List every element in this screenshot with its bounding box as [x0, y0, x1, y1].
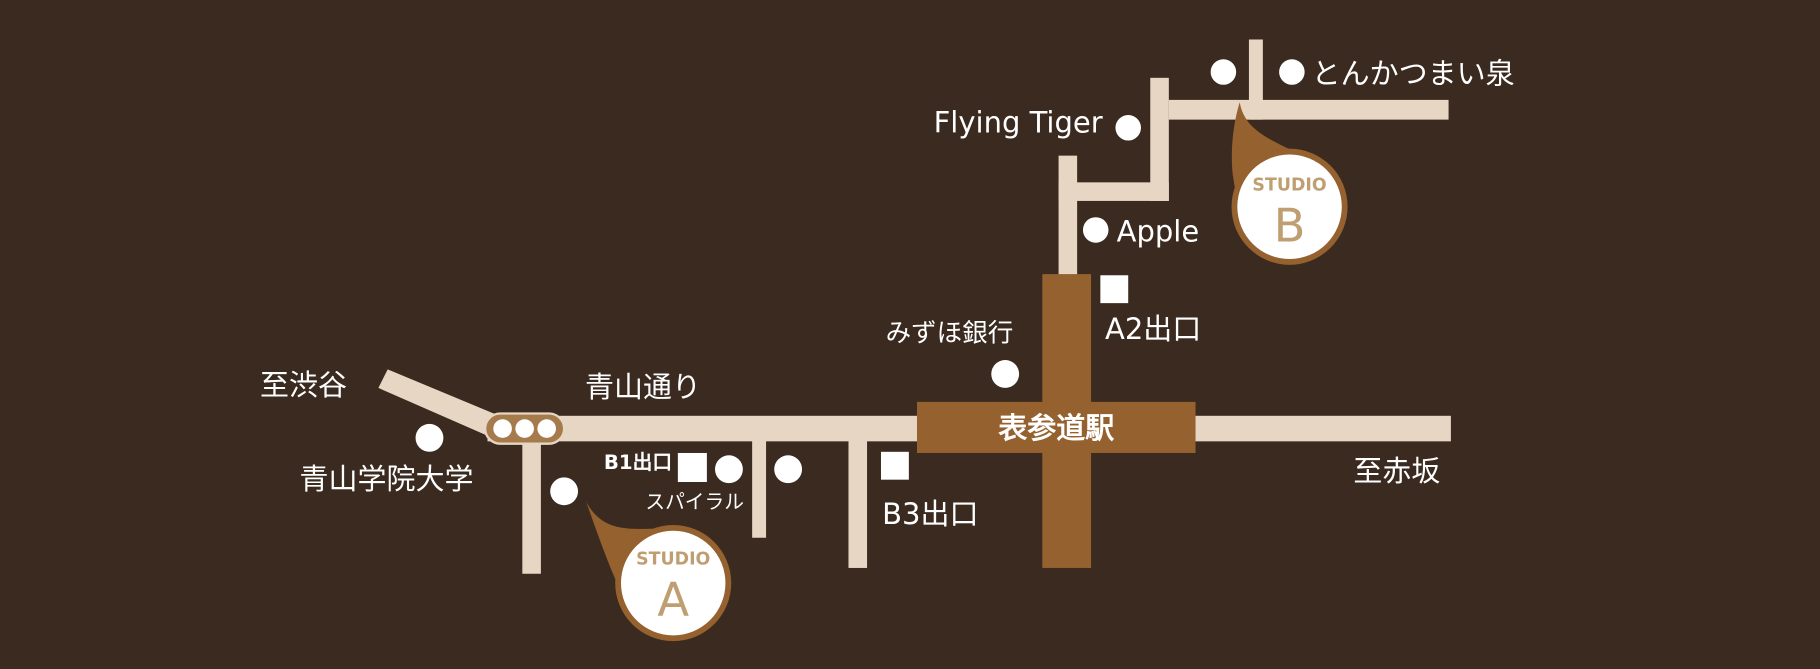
- pin-face: [620, 530, 726, 636]
- label-aoyama-gakuin: 青山学院大学: [299, 462, 473, 496]
- side-street-1: [522, 439, 541, 574]
- station-block[interactable]: 表参道駅: [916, 401, 1196, 453]
- exit-a2-square-icon: [1100, 275, 1129, 304]
- studio-b-pin[interactable]: STUDIO B: [1231, 102, 1348, 265]
- label-exit-b1: B1出口: [604, 451, 672, 474]
- label-flying-tiger: Flying Tiger: [934, 105, 1103, 139]
- label-to-akasaka: 至赤坂: [1353, 454, 1440, 488]
- label-tonkatsu: とんかつまい泉: [1312, 57, 1515, 91]
- label-exit-b3: B3出口: [882, 497, 978, 531]
- roads: [378, 39, 1451, 574]
- station-box: [916, 401, 1196, 453]
- aoyama-gakuin-dot-icon: [415, 423, 444, 452]
- label-mizuho: みずほ銀行: [886, 318, 1014, 348]
- apple-dot-icon: [1082, 217, 1109, 243]
- north-street: [1058, 155, 1078, 277]
- label-to-shibuya: 至渋谷: [260, 368, 347, 402]
- side-street-2: [752, 439, 767, 538]
- exit-b1-square-icon: [677, 452, 707, 483]
- mizuho-dot-icon: [991, 360, 1020, 388]
- north-street-2: [1150, 77, 1169, 201]
- landmark-dot-icon: [1210, 59, 1237, 85]
- studio-a-letter: A: [657, 573, 689, 627]
- traffic-signal-icon: [484, 412, 566, 445]
- studio-a-word: STUDIO: [636, 549, 710, 569]
- landmark-dot-icon: [550, 477, 579, 506]
- landmark-dot-icon: [774, 455, 803, 484]
- label-spiral: スパイラル: [645, 491, 744, 514]
- pin-face: [1237, 154, 1342, 260]
- north-street-3: [1248, 39, 1263, 120]
- studio-b-letter: B: [1274, 199, 1306, 253]
- label-aoyama-dori: 青山通り: [585, 370, 701, 404]
- road-to-shibuya: [378, 369, 500, 437]
- aoyama-dori-east: [1193, 415, 1451, 442]
- flying-tiger-dot-icon: [1115, 114, 1141, 141]
- exit-b3-square-icon: [880, 451, 909, 480]
- station-name: 表参道駅: [998, 411, 1114, 445]
- spiral-dot-icon: [715, 455, 743, 484]
- side-street-3: [848, 439, 868, 568]
- label-apple: Apple: [1117, 215, 1200, 249]
- label-exit-a2: A2出口: [1105, 312, 1201, 346]
- tonkatsu-dot-icon: [1279, 59, 1305, 85]
- north-cross-street: [1168, 99, 1449, 120]
- studio-b-word: STUDIO: [1252, 175, 1326, 195]
- studio-a-pin[interactable]: STUDIO B A: [586, 501, 732, 642]
- north-jog: [1058, 182, 1169, 201]
